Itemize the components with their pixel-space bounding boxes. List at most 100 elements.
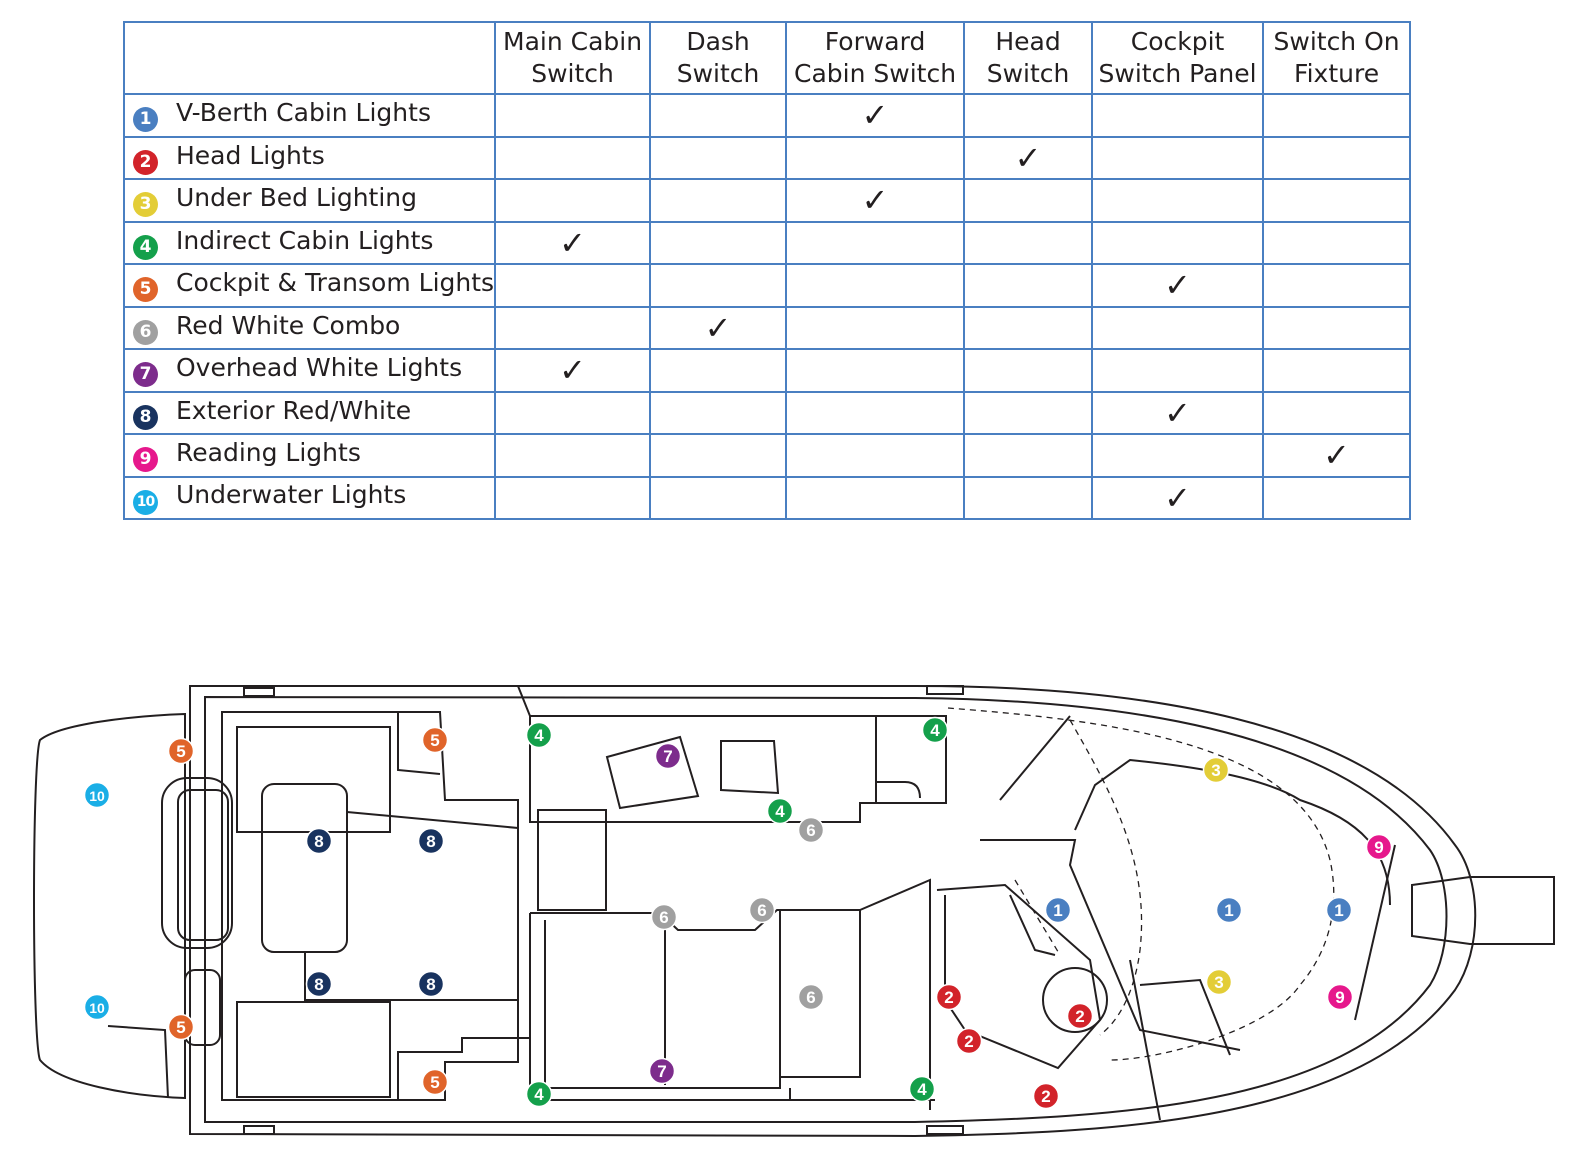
empty-cell [649, 220, 788, 265]
svg-text:7: 7 [657, 1062, 666, 1081]
swim-platform [33, 712, 186, 1100]
light-number-badge: 6 [133, 319, 158, 345]
light-number-badge: 4 [133, 234, 158, 260]
empty-cell [494, 263, 652, 308]
svg-text:1: 1 [1053, 901, 1062, 920]
checkmark: ✓ [494, 348, 652, 393]
empty-cell [1262, 475, 1412, 520]
checkmark: ✓ [1091, 390, 1265, 435]
svg-text:8: 8 [314, 975, 323, 994]
svg-text:5: 5 [176, 742, 185, 761]
empty-cell [649, 178, 788, 223]
light-label: Red White Combo [176, 310, 401, 340]
empty-cell [494, 178, 652, 223]
light-marker-9: 9 [1365, 833, 1393, 861]
checkmark: ✓ [785, 93, 966, 138]
empty-cell [649, 390, 788, 435]
svg-text:3: 3 [1214, 973, 1223, 992]
svg-text:2: 2 [1041, 1087, 1050, 1106]
svg-text:4: 4 [930, 721, 940, 740]
checkmark: ✓ [1091, 475, 1265, 520]
light-number-badge: 2 [133, 149, 158, 175]
empty-cell [963, 305, 1094, 350]
light-marker-8: 8 [305, 827, 333, 855]
light-number-badge: 10 [133, 490, 158, 516]
empty-cell [963, 178, 1094, 223]
empty-cell [1262, 390, 1412, 435]
empty-cell [1262, 305, 1412, 350]
empty-cell [785, 475, 966, 520]
empty-cell [649, 263, 788, 308]
empty-cell [1091, 135, 1265, 180]
light-marker-8: 8 [305, 970, 333, 998]
empty-cell [1091, 220, 1265, 265]
checkmark: ✓ [494, 220, 652, 265]
empty-cell [1091, 433, 1265, 478]
empty-cell [1091, 348, 1265, 393]
svg-text:5: 5 [430, 1073, 439, 1092]
light-marker-3: 3 [1205, 968, 1233, 996]
empty-cell [1262, 178, 1412, 223]
light-marker-2: 2 [955, 1027, 983, 1055]
svg-text:10: 10 [89, 788, 105, 804]
light-number-badge: 7 [133, 362, 158, 388]
svg-text:4: 4 [534, 1085, 544, 1104]
light-label: Exterior Red/White [176, 395, 412, 425]
empty-cell [963, 348, 1094, 393]
empty-cell [963, 433, 1094, 478]
corner-cell [122, 21, 497, 95]
empty-cell [494, 93, 652, 138]
light-name-cell: 10 Underwater Lights [122, 475, 497, 520]
empty-cell [1262, 93, 1412, 138]
light-marker-4: 4 [525, 721, 553, 749]
svg-text:2: 2 [944, 988, 953, 1007]
empty-cell [785, 263, 966, 308]
empty-cell [963, 475, 1094, 520]
empty-cell [649, 93, 788, 138]
light-label: Cockpit & Transom Lights [176, 268, 495, 298]
svg-text:8: 8 [426, 832, 435, 851]
light-marker-4: 4 [921, 716, 949, 744]
light-marker-5: 5 [421, 726, 449, 754]
light-marker-7: 7 [654, 742, 682, 770]
empty-cell [1091, 178, 1265, 223]
svg-text:7: 7 [663, 747, 672, 766]
light-number-badge: 3 [133, 192, 158, 218]
svg-text:4: 4 [775, 802, 785, 821]
checkmark: ✓ [1262, 433, 1412, 478]
empty-cell [649, 433, 788, 478]
hull-outline [189, 685, 1477, 1138]
light-name-cell: 5 Cockpit & Transom Lights [122, 263, 497, 308]
light-label: Underwater Lights [176, 480, 407, 510]
empty-cell [1262, 348, 1412, 393]
empty-cell [785, 220, 966, 265]
svg-text:8: 8 [314, 832, 323, 851]
light-number-badge: 1 [133, 107, 158, 133]
svg-text:6: 6 [659, 908, 668, 927]
light-label: Under Bed Lighting [176, 183, 418, 213]
svg-text:9: 9 [1335, 988, 1344, 1007]
svg-text:9: 9 [1374, 838, 1383, 857]
svg-text:2: 2 [1075, 1007, 1084, 1026]
light-marker-2: 2 [1032, 1082, 1060, 1110]
svg-text:5: 5 [430, 731, 439, 750]
empty-cell [785, 135, 966, 180]
light-number-badge: 5 [133, 277, 158, 303]
empty-cell [785, 390, 966, 435]
light-marker-5: 5 [167, 1013, 195, 1041]
light-marker-2: 2 [1066, 1002, 1094, 1030]
